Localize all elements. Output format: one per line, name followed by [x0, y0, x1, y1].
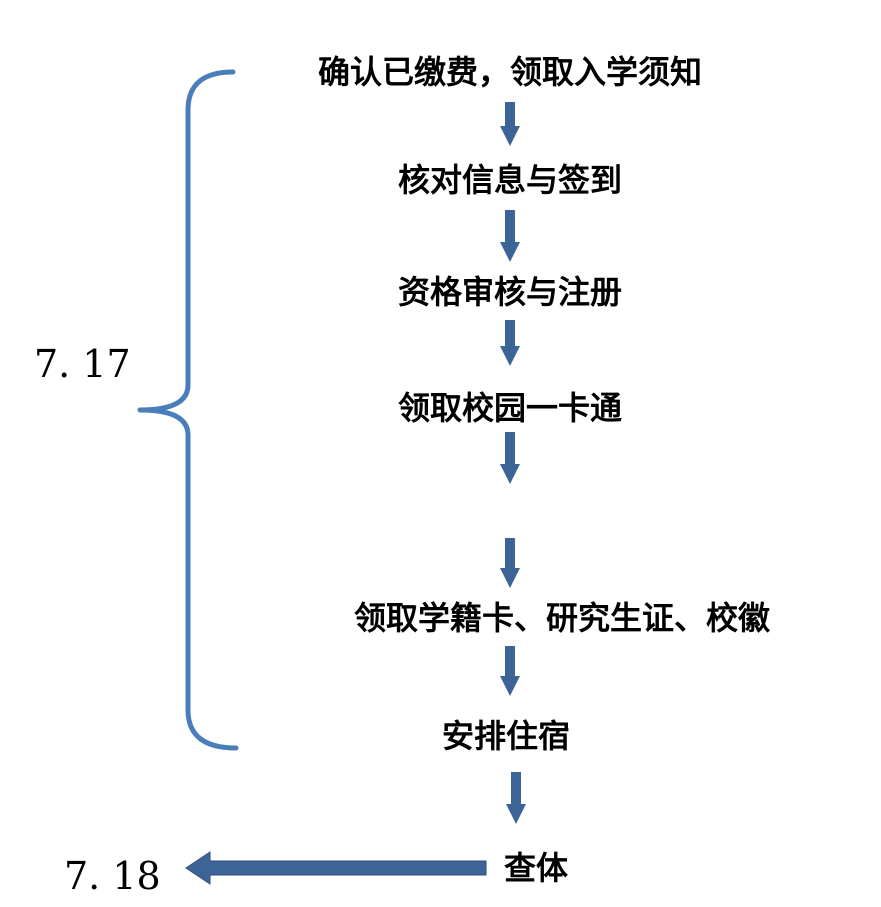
step-medical-exam: 查体: [503, 849, 569, 887]
step-campus-card: 领取校园一卡通: [397, 389, 623, 427]
step-qualification-registration: 资格审核与注册: [397, 273, 623, 311]
step-student-ids: 领取学籍卡、研究生证、校徽: [353, 599, 771, 637]
down-arrow-7: [506, 772, 526, 824]
down-arrow-4: [500, 432, 520, 484]
date-label-group: 7. 17: [34, 342, 131, 386]
step-accommodation: 安排住宿: [441, 717, 571, 755]
down-arrow-6: [500, 646, 520, 696]
step-verify-checkin: 核对信息与签到: [397, 161, 623, 199]
down-arrow-2: [500, 210, 520, 262]
down-arrow-5: [500, 538, 520, 588]
left-arrow-to-date: [185, 851, 487, 885]
date-label-final: 7. 18: [64, 854, 161, 898]
down-arrow-1: [500, 102, 520, 146]
step-confirm-payment: 确认已缴费，领取入学须知: [317, 53, 703, 91]
down-arrow-3: [500, 320, 520, 366]
grouping-brace: [137, 69, 239, 751]
